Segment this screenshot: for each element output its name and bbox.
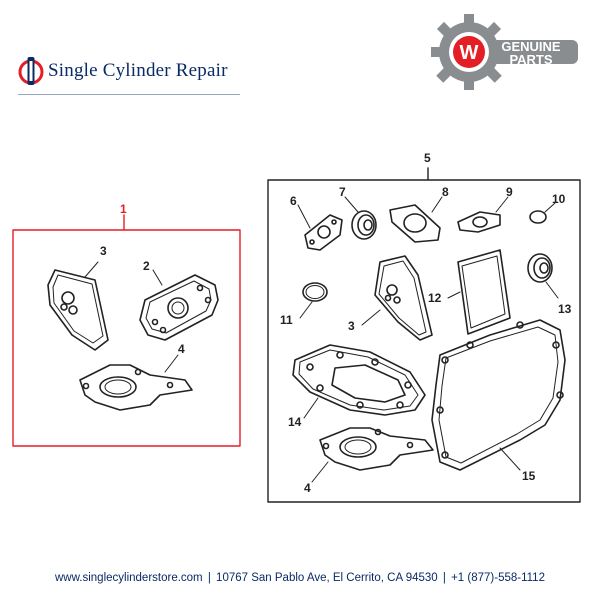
part-10-ring [529,202,556,224]
footer-website[interactable]: www.singlecylinderstore.com [55,572,203,584]
kit-5-bracket [267,179,581,503]
footer-phone[interactable]: +1 (877)-558-1112 [451,572,545,584]
footer-address: 10767 San Pablo Ave, El Cerrito, CA 9453… [216,572,438,584]
part-9-gasket [457,196,509,233]
callout-13: 13 [558,302,572,316]
gear-icon: W GENUINE PARTS [431,14,578,90]
part-2-gasket [139,269,219,341]
part-3-left [47,261,109,351]
brand-underline [18,94,240,95]
part-8-gasket [389,196,443,243]
callout-2: 2 [143,259,150,273]
footer-separator: | [442,572,446,584]
logo-letter: W [460,42,479,64]
callout-15: 15 [522,469,536,483]
callout-6: 6 [290,194,297,208]
footer-separator: | [207,572,211,584]
part-4-left [79,354,193,411]
callout-8: 8 [442,185,449,199]
callout-1: 1 [120,202,127,216]
callout-14: 14 [288,415,302,429]
genuine-parts-logo: W GENUINE PARTS [424,12,584,102]
callout-3-left: 3 [100,244,107,258]
callout-9: 9 [506,185,513,199]
callout-4-right: 4 [304,481,311,495]
callout-11: 11 [280,313,293,327]
part-15-sump-gasket [431,319,566,471]
part-11-oring [299,282,328,319]
part-14-head-gasket [292,344,426,419]
logo-text-bottom: PARTS [509,52,552,67]
part-6-gasket [297,204,343,251]
callout-5: 5 [424,151,431,165]
callout-4-left: 4 [178,342,185,356]
callout-10: 10 [552,192,566,206]
kit-1-box [12,229,241,447]
logo-text-top: GENUINE [501,39,561,54]
part-12-gasket [447,249,511,335]
footer: www.singlecylinderstore.com | 10767 San … [0,572,600,584]
callout-3-right: 3 [348,319,355,333]
brand-title: Single Cylinder Repair [48,60,228,81]
part-3-right [361,255,433,341]
part-4-right [311,427,434,483]
part-13-seal [527,253,559,299]
brand-header: Single Cylinder Repair [18,55,228,87]
callout-7: 7 [339,185,346,199]
callout-12: 12 [428,291,442,305]
part-7-seal [344,196,377,240]
brand-logo-icon [18,57,44,85]
